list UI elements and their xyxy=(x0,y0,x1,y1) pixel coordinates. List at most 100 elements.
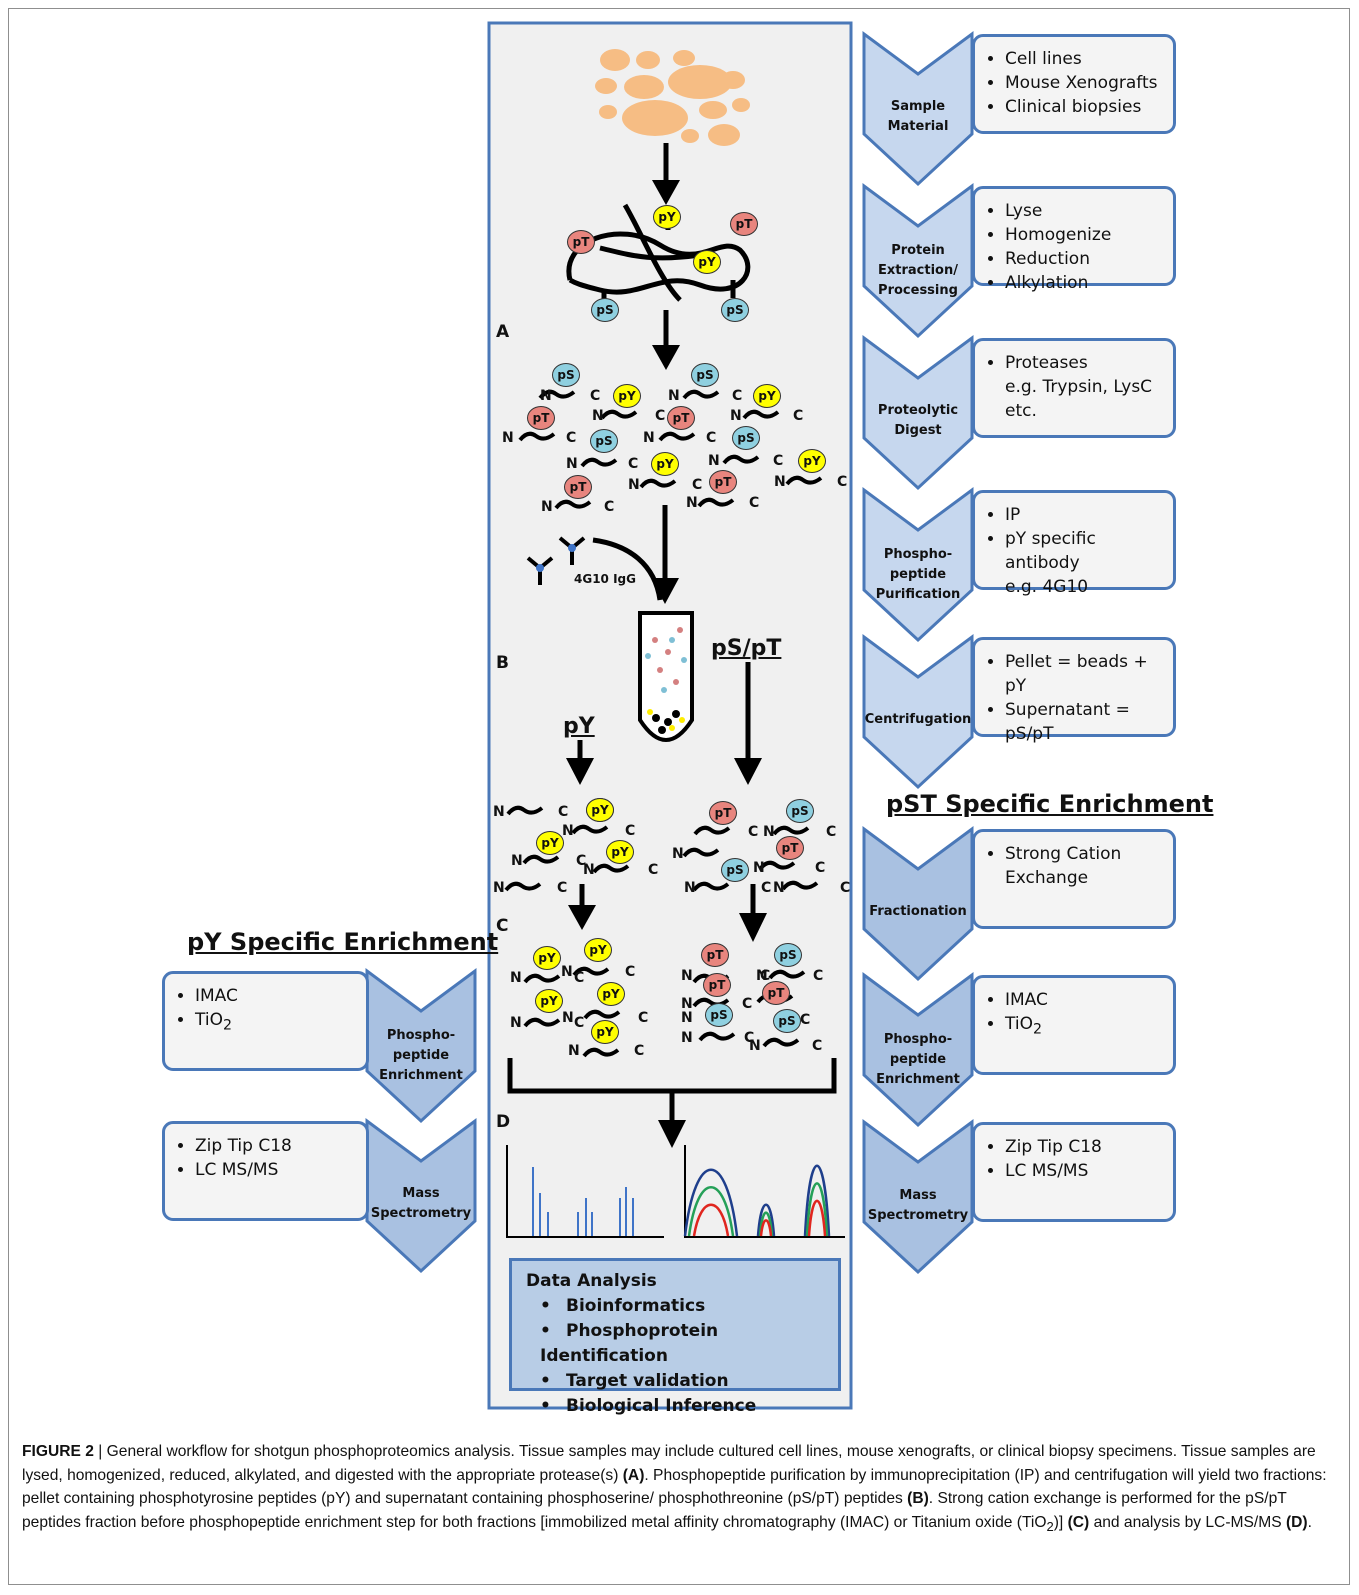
pT-residue: pT xyxy=(527,406,555,430)
step-label-line: Phospho- xyxy=(883,547,953,562)
step-bullet: Proteases xyxy=(1005,351,1165,375)
step-bullet: TiO2 xyxy=(195,1008,358,1037)
n-terminus-label: N xyxy=(510,970,522,986)
pT-residue: pT xyxy=(776,836,804,860)
c-terminus-label: C xyxy=(760,968,771,984)
pY-residue: pY xyxy=(753,384,781,408)
c-terminus-label: C xyxy=(744,1030,755,1046)
data-analysis-item: Biological Inference xyxy=(540,1394,824,1419)
step-label-line: Material xyxy=(887,119,949,134)
c-terminus-label: C xyxy=(812,1038,823,1054)
caption-text: and analysis by LC-MS/MS xyxy=(1089,1513,1286,1531)
step-label-line: Proteolytic xyxy=(877,403,959,418)
panel-label-a: A xyxy=(496,322,510,342)
chromatogram-peak xyxy=(756,1203,776,1237)
pS-residue: pS xyxy=(590,429,618,453)
panel-label-b: B xyxy=(496,653,509,673)
step-label-line: Digest xyxy=(894,423,942,438)
pY-residue: pY xyxy=(693,250,721,274)
n-terminus-label: N xyxy=(730,408,742,424)
caption-ref-a: (A) xyxy=(622,1466,645,1484)
pT-residue: pT xyxy=(730,212,758,236)
pY-residue: pY xyxy=(653,205,681,229)
panel-label-d: D xyxy=(496,1112,511,1132)
panel-label-c: C xyxy=(496,916,509,936)
c-terminus-label: C xyxy=(742,996,753,1012)
step-bullet: Alkylation xyxy=(1005,271,1165,295)
pT-residue: pT xyxy=(667,406,695,430)
pst-step-label: Fractionation xyxy=(864,902,972,922)
c-terminus-label: C xyxy=(625,964,636,980)
step-bullet: Cell lines xyxy=(1005,47,1165,71)
pS-residue: pS xyxy=(721,298,749,322)
pY-residue: pY xyxy=(597,982,625,1006)
c-terminus-label: C xyxy=(732,388,743,404)
c-terminus-label: C xyxy=(574,1015,585,1031)
pT-residue: pT xyxy=(703,973,731,997)
flow-label-pspt: pS/pT xyxy=(711,636,782,661)
step-label-line: Enrichment xyxy=(379,1068,463,1083)
py-step-box: Zip Tip C18LC MS/MS xyxy=(162,1121,369,1221)
n-terminus-label: N xyxy=(643,430,655,446)
n-terminus-label: N xyxy=(763,824,775,840)
caption-sep: | xyxy=(93,1443,107,1460)
n-terminus-label: N xyxy=(681,1030,693,1046)
c-terminus-label: C xyxy=(706,430,717,446)
c-terminus-label: C xyxy=(837,474,848,490)
py-chevron xyxy=(365,1118,477,1274)
step-bullet: Zip Tip C18 xyxy=(195,1134,358,1158)
step-label-line: Mass xyxy=(899,1188,937,1203)
pY-residue: pY xyxy=(535,989,563,1013)
step-bullet: Lyse xyxy=(1005,199,1165,223)
pS-residue: pS xyxy=(773,1009,801,1033)
c-terminus-label: C xyxy=(604,499,615,515)
caption-subscript: 2 xyxy=(1046,1518,1054,1534)
chromatogram-peak xyxy=(803,1164,831,1237)
n-terminus-label: N xyxy=(681,996,693,1012)
antibody-icons xyxy=(526,536,586,585)
n-terminus-label: N xyxy=(708,453,720,469)
c-terminus-label: C xyxy=(773,453,784,469)
step-label-line: Sample xyxy=(890,99,946,114)
step-label-line: Spectrometry xyxy=(370,1206,472,1221)
step-bullet: Mouse Xenografts xyxy=(1005,71,1165,95)
step-bullet: LC MS/MS xyxy=(195,1158,358,1182)
n-terminus-label: N xyxy=(583,862,595,878)
pst-section-title: pST Specific Enrichment xyxy=(886,790,1214,818)
caption-text: . xyxy=(1307,1513,1312,1531)
pst-chevron xyxy=(862,826,974,982)
n-terminus-label: N xyxy=(511,853,523,869)
step-label-line: Purification xyxy=(875,587,961,602)
pT-residue: pT xyxy=(567,230,595,254)
flow-label-py: pY xyxy=(563,714,595,739)
n-terminus-label: N xyxy=(561,964,573,980)
n-terminus-label: N xyxy=(510,1015,522,1031)
step-bullet: Homogenize xyxy=(1005,223,1165,247)
c-terminus-label: C xyxy=(761,880,772,896)
right-chevron xyxy=(862,487,974,643)
figure-frame xyxy=(8,8,1350,1585)
workflow-diagram xyxy=(365,21,974,1410)
data-analysis-box: Data Analysis Bioinformatics Phosphoprot… xyxy=(509,1258,841,1416)
chromatogram-peak xyxy=(687,1186,735,1237)
n-terminus-label: N xyxy=(749,1038,761,1054)
data-analysis-title: Data Analysis xyxy=(526,1271,657,1291)
data-analysis-item: Phosphoprotein Identification xyxy=(540,1319,824,1369)
ms-spectrum xyxy=(506,1145,664,1238)
step-bullet: Strong Cation Exchange xyxy=(1005,842,1165,890)
pY-residue: pY xyxy=(591,1020,619,1044)
c-terminus-label: C xyxy=(813,968,824,984)
pS-residue: pS xyxy=(691,363,719,387)
pS-residue: pS xyxy=(721,858,749,882)
chromatogram-peak xyxy=(759,1219,773,1237)
pS-residue: pS xyxy=(732,426,760,450)
c-terminus-label: C xyxy=(638,1010,649,1026)
c-terminus-label: C xyxy=(800,1012,811,1028)
pY-residue: pY xyxy=(533,946,561,970)
data-analysis-item: Bioinformatics xyxy=(540,1294,824,1319)
step-subtext: e.g. Trypsin, LysC etc. xyxy=(1005,377,1153,421)
central-column xyxy=(487,21,853,1410)
